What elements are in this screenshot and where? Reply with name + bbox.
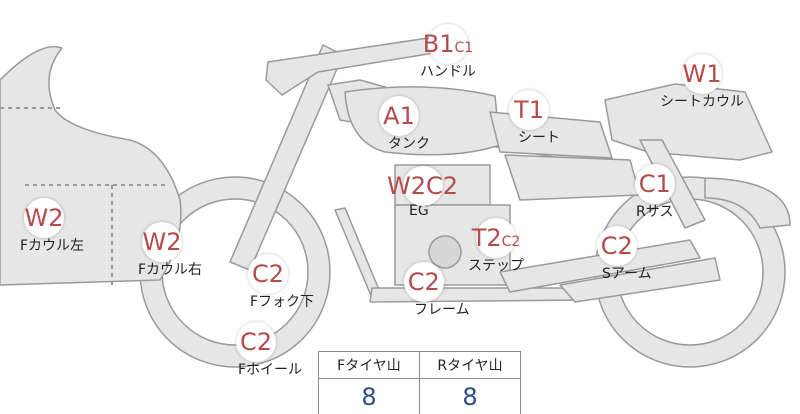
- side-cover: [504, 154, 641, 201]
- part-seat[interactable]: T1 シート: [498, 90, 560, 147]
- part-front-wheel[interactable]: C2 Fホイール: [210, 322, 303, 379]
- part-handle[interactable]: B1C1 ハンドル: [420, 24, 476, 81]
- part-tank[interactable]: A1 タンク: [368, 96, 430, 153]
- grade-main: C2: [600, 232, 633, 260]
- part-label: シート: [518, 130, 560, 146]
- part-frame[interactable]: C2 フレーム: [378, 262, 470, 319]
- part-label: EG: [409, 203, 429, 219]
- grade-main: T1: [514, 96, 544, 124]
- grade-main: W2: [24, 204, 64, 232]
- grade-main: W1: [682, 60, 722, 88]
- part-swing-arm[interactable]: C2 Sアーム: [582, 226, 652, 283]
- grade-main: B1: [422, 30, 455, 58]
- part-label: フレーム: [414, 302, 470, 318]
- grade-main: C2: [252, 260, 285, 288]
- grade-main: A1: [383, 102, 415, 130]
- part-label: シートカウル: [660, 94, 744, 110]
- handlebar: [265, 37, 441, 96]
- part-front-fork[interactable]: C2 Fフォク下: [222, 254, 315, 311]
- part-label: Rサス: [636, 204, 674, 220]
- part-label: Fフォク下: [250, 294, 315, 310]
- rear-tread-header: Rタイヤ山: [419, 351, 521, 379]
- part-engine[interactable]: W2C2 EG: [387, 166, 459, 219]
- front-tread-value: 8: [318, 378, 420, 414]
- tire-tread-table: Fタイヤ山 Rタイヤ山 8 8: [318, 351, 521, 414]
- part-rear-suspension[interactable]: C1 Rサス: [634, 164, 675, 221]
- grade-main: W2: [142, 228, 182, 256]
- grade-main: C2: [407, 268, 440, 296]
- chain-guard: [559, 257, 721, 303]
- part-step[interactable]: T2C2 ステップ: [468, 218, 524, 275]
- part-label: Sアーム: [602, 266, 652, 282]
- grade-sub: C2: [426, 172, 459, 200]
- grade-sub: C2: [501, 234, 521, 250]
- grade-main: W2: [387, 172, 426, 200]
- part-seat-cowl[interactable]: W1 シートカウル: [660, 54, 744, 111]
- part-label: ハンドル: [420, 64, 476, 80]
- part-cowl-left[interactable]: W2 Fカウル左: [4, 198, 85, 255]
- part-cowl-right[interactable]: W2 Fカウル右: [122, 222, 203, 279]
- frame-down-tube: [334, 207, 381, 299]
- front-tread-header: Fタイヤ山: [318, 351, 420, 379]
- grade-sub: C1: [454, 40, 474, 56]
- engine-cover: [428, 235, 462, 269]
- grade-main: C1: [638, 170, 671, 198]
- rear-tread-value: 8: [419, 378, 521, 414]
- part-label: ステップ: [468, 258, 524, 274]
- part-label: Fホイール: [238, 362, 303, 378]
- part-label: Fカウル右: [138, 262, 203, 278]
- grade-main: T2: [471, 224, 502, 252]
- rear-fender: [704, 177, 791, 229]
- part-label: タンク: [388, 136, 430, 152]
- part-label: Fカウル左: [20, 238, 85, 254]
- fairing-dividers: [0, 107, 168, 285]
- motorcycle-silhouette: [0, 37, 791, 368]
- grade-main: C2: [240, 328, 273, 356]
